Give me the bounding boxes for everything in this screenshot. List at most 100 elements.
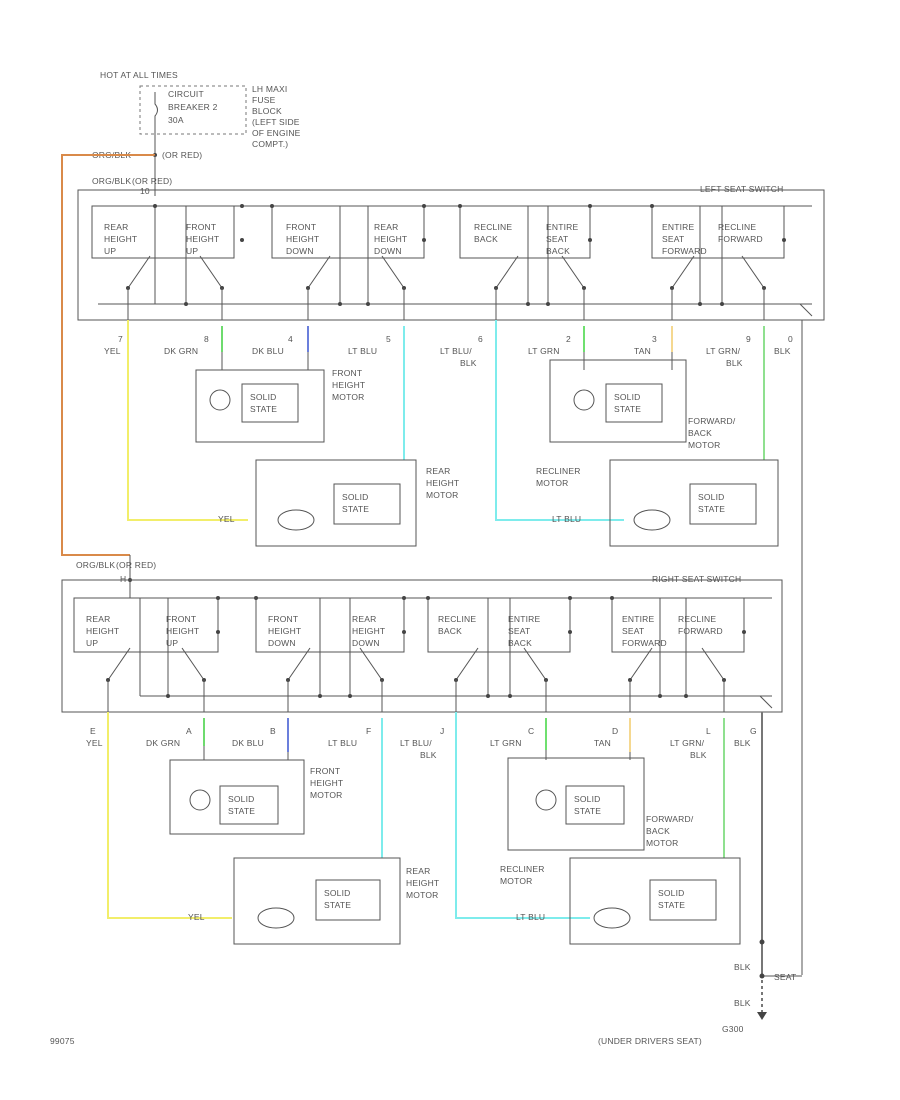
left-pin-4: 4 [288, 334, 293, 344]
left-rh-ss-2: STATE [342, 504, 369, 514]
right-pin-l-color2: BLK [690, 750, 707, 760]
left-pin-3: 3 [652, 334, 657, 344]
right-pin-c-color: LT GRN [490, 738, 522, 748]
left-pin-2: 2 [566, 334, 571, 344]
right-rc-label-1: RECLINER [500, 864, 545, 874]
circuit-breaker-symbol [154, 92, 158, 128]
orange-feed-wire [61, 154, 155, 556]
left-cell-8-line-1: RECLINE [718, 222, 756, 232]
right-cell-8-line-1: RECLINE [678, 614, 716, 624]
right-rear-height-motor: SOLID STATE YEL REAR HEIGHT MOTOR [188, 857, 439, 945]
right-cell-1-line-1: REAR [86, 614, 110, 624]
ground-blk-2: BLK [734, 998, 751, 1008]
right-pin-b: B [270, 726, 276, 736]
right-cell-5-line-1: RECLINE [438, 614, 476, 624]
left-cell-5-line-2: BACK [474, 234, 498, 244]
left-pin-9: 9 [746, 334, 751, 344]
right-cell-2-line-3: UP [166, 638, 178, 648]
left-fb-ss-2: STATE [614, 404, 641, 414]
left-pin-5-color: LT BLU [348, 346, 377, 356]
right-rc-ss-2: STATE [658, 900, 685, 910]
left-cell-7-line-1: ENTIRE [662, 222, 695, 232]
fuse-block-line-3: BLOCK [252, 106, 282, 116]
right-fb-label-2: BACK [646, 826, 670, 836]
left-cell-3-line-2: HEIGHT [286, 234, 319, 244]
left-fh-label-3: MOTOR [332, 392, 364, 402]
ground-id: G300 [722, 1024, 744, 1034]
right-switch-feed-pin: H [120, 574, 126, 584]
right-cell-group-4 [611, 597, 745, 653]
left-cell-4-line-3: DOWN [374, 246, 402, 256]
left-cell-1-line-3: UP [104, 246, 116, 256]
right-fh-label-2: HEIGHT [310, 778, 343, 788]
left-pin-9-color: LT GRN/ [706, 346, 741, 356]
right-rh-ss-1: SOLID [324, 888, 351, 898]
left-pin-6-color2: BLK [460, 358, 477, 368]
left-pin-6: 6 [478, 334, 483, 344]
left-ltblublk-wire [495, 320, 624, 521]
left-cell-5-line-1: RECLINE [474, 222, 512, 232]
circuit-breaker-line-3: 30A [168, 115, 184, 125]
left-fh-label-2: HEIGHT [332, 380, 365, 390]
right-cell-7-line-2: SEAT [622, 626, 644, 636]
left-rh-yel-label: YEL [218, 514, 235, 524]
left-cell-7-line-2: SEAT [662, 234, 684, 244]
right-ltblublk-wire [455, 712, 590, 919]
right-pin-d-color: TAN [594, 738, 611, 748]
right-switch-feed-label: ORG/BLK [76, 560, 115, 570]
left-rh-label-2: HEIGHT [426, 478, 459, 488]
left-rear-height-motor: SOLID STATE YEL REAR HEIGHT MOTOR [218, 459, 459, 547]
right-rh-yel-label: YEL [188, 912, 205, 922]
left-cell-6-line-3: BACK [546, 246, 570, 256]
left-cell-1-line-1: REAR [104, 222, 128, 232]
left-pin-9-color2: BLK [726, 358, 743, 368]
left-cell-1-line-2: HEIGHT [104, 234, 137, 244]
left-cell-3-line-1: FRONT [286, 222, 316, 232]
right-cell-5-line-2: BACK [438, 626, 462, 636]
ground-section: BLK SEAT BLK G300 (UNDER DRIVERS SEAT) [598, 939, 802, 1046]
left-pin-8-color: DK GRN [164, 346, 198, 356]
left-switch-title: LEFT SEAT SWITCH [700, 184, 784, 194]
left-fb-ss-1: SOLID [614, 392, 641, 402]
circuit-breaker-line-2: BREAKER 2 [168, 102, 218, 112]
right-rh-ss-2: STATE [324, 900, 351, 910]
left-cell-group-3 [459, 205, 591, 259]
right-fb-label-3: MOTOR [646, 838, 678, 848]
fuse-block-line-1: LH MAXI [252, 84, 287, 94]
left-cell-group-4 [651, 205, 785, 259]
right-fh-ss-2: STATE [228, 806, 255, 816]
left-cell-6-line-1: ENTIRE [546, 222, 579, 232]
left-pin-8: 8 [204, 334, 209, 344]
right-rc-ltblu-label: LT BLU [516, 912, 545, 922]
left-rh-ss-1: SOLID [342, 492, 369, 502]
left-fb-label-1: FORWARD/ [688, 416, 736, 426]
right-pin-f-color: LT BLU [328, 738, 357, 748]
ground-icon [757, 1012, 767, 1020]
left-rc-label-1: RECLINER [536, 466, 581, 476]
hot-at-all-times-label: HOT AT ALL TIMES [100, 70, 178, 80]
right-pin-j: J [440, 726, 444, 736]
left-rc-label-2: MOTOR [536, 478, 568, 488]
right-pin-e-color: YEL [86, 738, 103, 748]
right-cell-4-line-1: REAR [352, 614, 376, 624]
left-pin-7: 7 [118, 334, 123, 344]
right-switch-outline [61, 579, 783, 713]
right-cell-6-line-1: ENTIRE [508, 614, 541, 624]
left-switch-feed-label: ORG/BLK [92, 176, 131, 186]
left-switch-contacts [98, 204, 813, 320]
right-switch-pins: E YEL A DK GRN B DK BLU F LT BLU J LT BL… [86, 726, 757, 760]
left-switch-feed-pin: 10 [140, 186, 150, 196]
right-switch-feed-label-alt: (OR RED) [116, 560, 156, 570]
right-yel-wire [107, 712, 232, 919]
left-cell-group-1 [91, 205, 235, 259]
left-cell-group-2 [271, 205, 425, 259]
right-cell-group-2 [255, 597, 405, 653]
circuit-breaker-line-1: CIRCUIT [168, 89, 204, 99]
left-rc-ss-1: SOLID [698, 492, 725, 502]
left-pin-4-color: DK BLU [252, 346, 284, 356]
left-pin-7-color: YEL [104, 346, 121, 356]
left-pin-3-color: TAN [634, 346, 651, 356]
right-rc-label-2: MOTOR [500, 876, 532, 886]
right-switch-contacts [106, 596, 773, 712]
right-pin-a-color: DK GRN [146, 738, 180, 748]
